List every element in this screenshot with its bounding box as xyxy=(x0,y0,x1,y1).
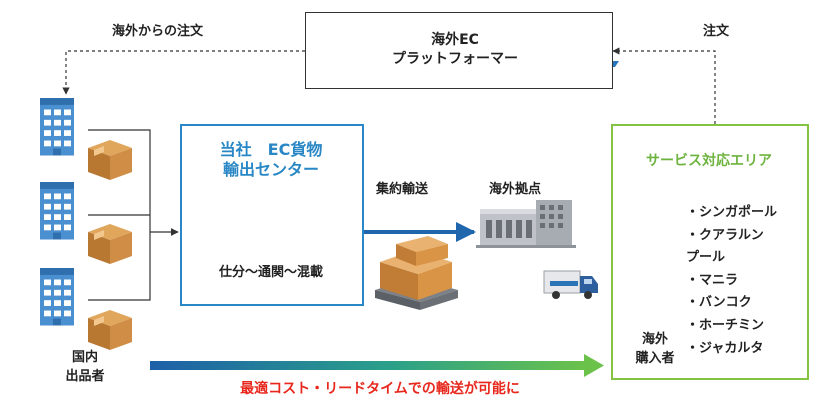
area-item: ・ホーチミン xyxy=(686,317,765,333)
seller-label-line2: 出品者 xyxy=(65,369,105,384)
area-item: プール xyxy=(686,250,726,266)
center-subtitle: 仕分〜通関〜混載 xyxy=(218,265,323,280)
area-item: ・シンガポール xyxy=(686,205,778,220)
seller-label-line1: 国内 xyxy=(71,350,98,365)
overseas-order-label: 海外からの注文 xyxy=(112,24,204,39)
overseas-base-label: 海外拠点 xyxy=(489,182,542,197)
service-area-title: サービス対応エリア xyxy=(646,153,772,169)
pallet-boxes-icon xyxy=(375,236,458,310)
service-area-box xyxy=(611,124,809,380)
order-label: 注文 xyxy=(703,24,730,39)
platform-title-line2: プラットフォーマー xyxy=(392,51,518,67)
service-area-list: ・シンガポール ・クアラルン プール ・マニラ ・バンコク ・ホーチミン ・ジャ… xyxy=(686,202,806,360)
seller-building-icon-2 xyxy=(40,182,74,240)
area-item: ・ジャカルタ xyxy=(686,340,764,356)
ec-platform-box xyxy=(305,12,613,89)
seller-box-icon-3 xyxy=(88,310,132,350)
buyer-label: 海外 購入者 xyxy=(630,330,680,368)
overseas-base-icon xyxy=(476,200,576,248)
center-title-line2: 輸出センター xyxy=(222,160,319,179)
buyer-label-line1: 海外 xyxy=(641,332,668,347)
bottom-message: 最適コスト・リードタイムでの輸送が可能に xyxy=(240,381,520,397)
overseas-order-arrow xyxy=(62,50,305,95)
area-item: ・マニラ xyxy=(686,272,739,288)
gradient-arrow xyxy=(150,354,604,377)
export-center-box xyxy=(180,124,364,306)
area-item: ・バンコク xyxy=(686,295,752,311)
seller-building-icon-3 xyxy=(40,268,74,326)
platform-title-line1: 海外EC xyxy=(431,32,479,48)
center-title-line1: 当社 EC貨物 xyxy=(219,140,323,159)
truck-icon xyxy=(543,270,598,299)
seller-label: 国内 出品者 xyxy=(55,348,115,386)
seller-building-icon-1 xyxy=(40,98,74,156)
seller-box-icon-2 xyxy=(88,224,132,264)
order-arrow xyxy=(612,47,716,124)
consolidated-transport-label: 集約輸送 xyxy=(376,182,429,197)
area-item: ・クアラルン xyxy=(686,227,764,243)
platform-title: 海外EC プラットフォーマー xyxy=(375,31,535,69)
buyer-label-line2: 購入者 xyxy=(635,351,675,366)
center-title: 当社 EC貨物 輸出センター xyxy=(180,140,362,180)
seller-box-icon-1 xyxy=(88,140,132,180)
